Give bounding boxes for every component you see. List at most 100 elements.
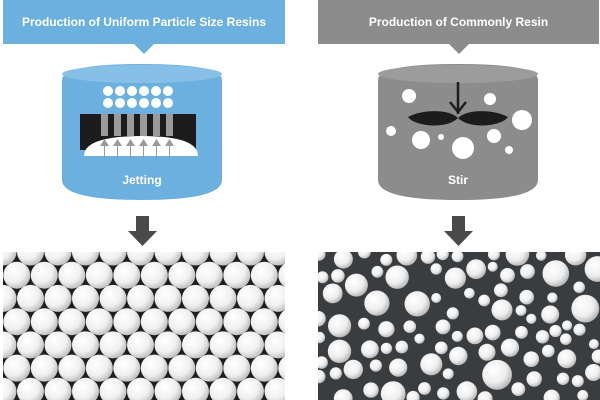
resin-bead — [278, 355, 305, 382]
resin-bead — [466, 259, 486, 279]
resin-bead — [372, 266, 384, 278]
resin-bead — [45, 331, 72, 358]
resin-bead — [524, 351, 540, 367]
resin-bead — [141, 355, 168, 382]
resin-bead — [397, 245, 418, 266]
resin-bead — [72, 285, 99, 312]
resin-bead — [482, 360, 512, 390]
resin-bead — [536, 330, 549, 343]
resin-bead — [541, 306, 559, 324]
resin-bead — [511, 382, 525, 396]
resin-bead — [431, 263, 442, 274]
resin-bead — [562, 320, 572, 330]
resin-bead — [58, 308, 85, 335]
resin-bead — [328, 314, 351, 337]
resin-bead — [265, 239, 292, 266]
resin-bead — [237, 239, 264, 266]
resin-bead — [520, 264, 535, 279]
resin-bead — [86, 355, 113, 382]
resin-bead — [310, 311, 326, 327]
resin-bead — [378, 321, 394, 337]
resin-bead — [113, 308, 140, 335]
resin-bead — [312, 370, 325, 383]
resin-bead — [155, 239, 182, 266]
resin-bead — [17, 285, 44, 312]
resin-bead — [127, 285, 154, 312]
resin-bead — [536, 250, 546, 260]
resin-bead — [113, 355, 140, 382]
resin-bead — [3, 355, 30, 382]
nozzle-slot — [114, 114, 121, 136]
droplet — [151, 86, 161, 96]
resin-bead — [210, 239, 237, 266]
resin-bead — [168, 355, 195, 382]
resin-bead — [370, 360, 382, 372]
nozzle-slot — [166, 114, 173, 136]
resin-bead — [414, 334, 424, 344]
resin-bead — [141, 308, 168, 335]
resin-bead — [404, 320, 417, 333]
droplet — [115, 98, 125, 108]
nozzle-slot — [153, 114, 160, 136]
resin-bead — [386, 266, 409, 289]
resin-bead — [560, 333, 572, 345]
resin-bead — [182, 239, 209, 266]
resin-bead — [549, 325, 561, 337]
resin-bead — [278, 262, 305, 289]
resin-bead — [436, 320, 451, 335]
resin-bead — [223, 262, 250, 289]
droplet — [127, 86, 137, 96]
tank-lid — [62, 65, 222, 83]
resin-bead — [58, 262, 85, 289]
resin-bead — [445, 268, 466, 289]
resin-bead — [182, 285, 209, 312]
droplet — [127, 98, 137, 108]
resin-bead — [363, 382, 378, 397]
resin-bead — [464, 288, 475, 299]
resin-bead — [45, 239, 72, 266]
resin-bead — [251, 262, 278, 289]
resin-bead — [45, 285, 72, 312]
nozzle-slot — [140, 114, 147, 136]
resin-bead — [196, 355, 223, 382]
down-arrow-icon — [444, 216, 473, 246]
resin-bead — [155, 331, 182, 358]
resin-bead — [361, 340, 379, 358]
resin-bead — [237, 331, 264, 358]
resin-bead — [542, 345, 555, 358]
resin-bead — [519, 290, 534, 305]
resin-bead — [328, 340, 351, 363]
resin-bead — [449, 347, 467, 365]
resin-bead — [314, 332, 325, 343]
resin-bead — [17, 331, 44, 358]
resin-bead — [86, 308, 113, 335]
resin-bead — [506, 242, 530, 266]
droplet — [163, 86, 173, 96]
resin-bead — [431, 293, 441, 303]
jetting-label: Jetting — [122, 173, 161, 187]
mixed-beads-photo — [310, 242, 600, 400]
resin-bead — [31, 262, 58, 289]
resin-bead — [526, 314, 536, 324]
resin-bead — [330, 367, 342, 379]
resin-bead — [3, 262, 30, 289]
uniform-beads-photo — [0, 239, 305, 400]
resin-bead — [196, 308, 223, 335]
resin-bead — [251, 308, 278, 335]
resin-bead — [380, 254, 392, 266]
resin-bead — [127, 331, 154, 358]
droplet — [115, 86, 125, 96]
resin-bead — [573, 324, 585, 336]
resin-bead — [589, 339, 599, 349]
resin-bead — [331, 269, 345, 283]
resin-bead — [312, 247, 326, 261]
resin-bead — [278, 308, 305, 335]
resin-bead — [334, 250, 353, 269]
resin-bead — [381, 343, 392, 354]
resin-bead — [345, 274, 368, 297]
resin-bead — [210, 285, 237, 312]
resin-bead — [494, 283, 508, 297]
resin-bead — [31, 308, 58, 335]
resin-bead — [323, 284, 343, 304]
